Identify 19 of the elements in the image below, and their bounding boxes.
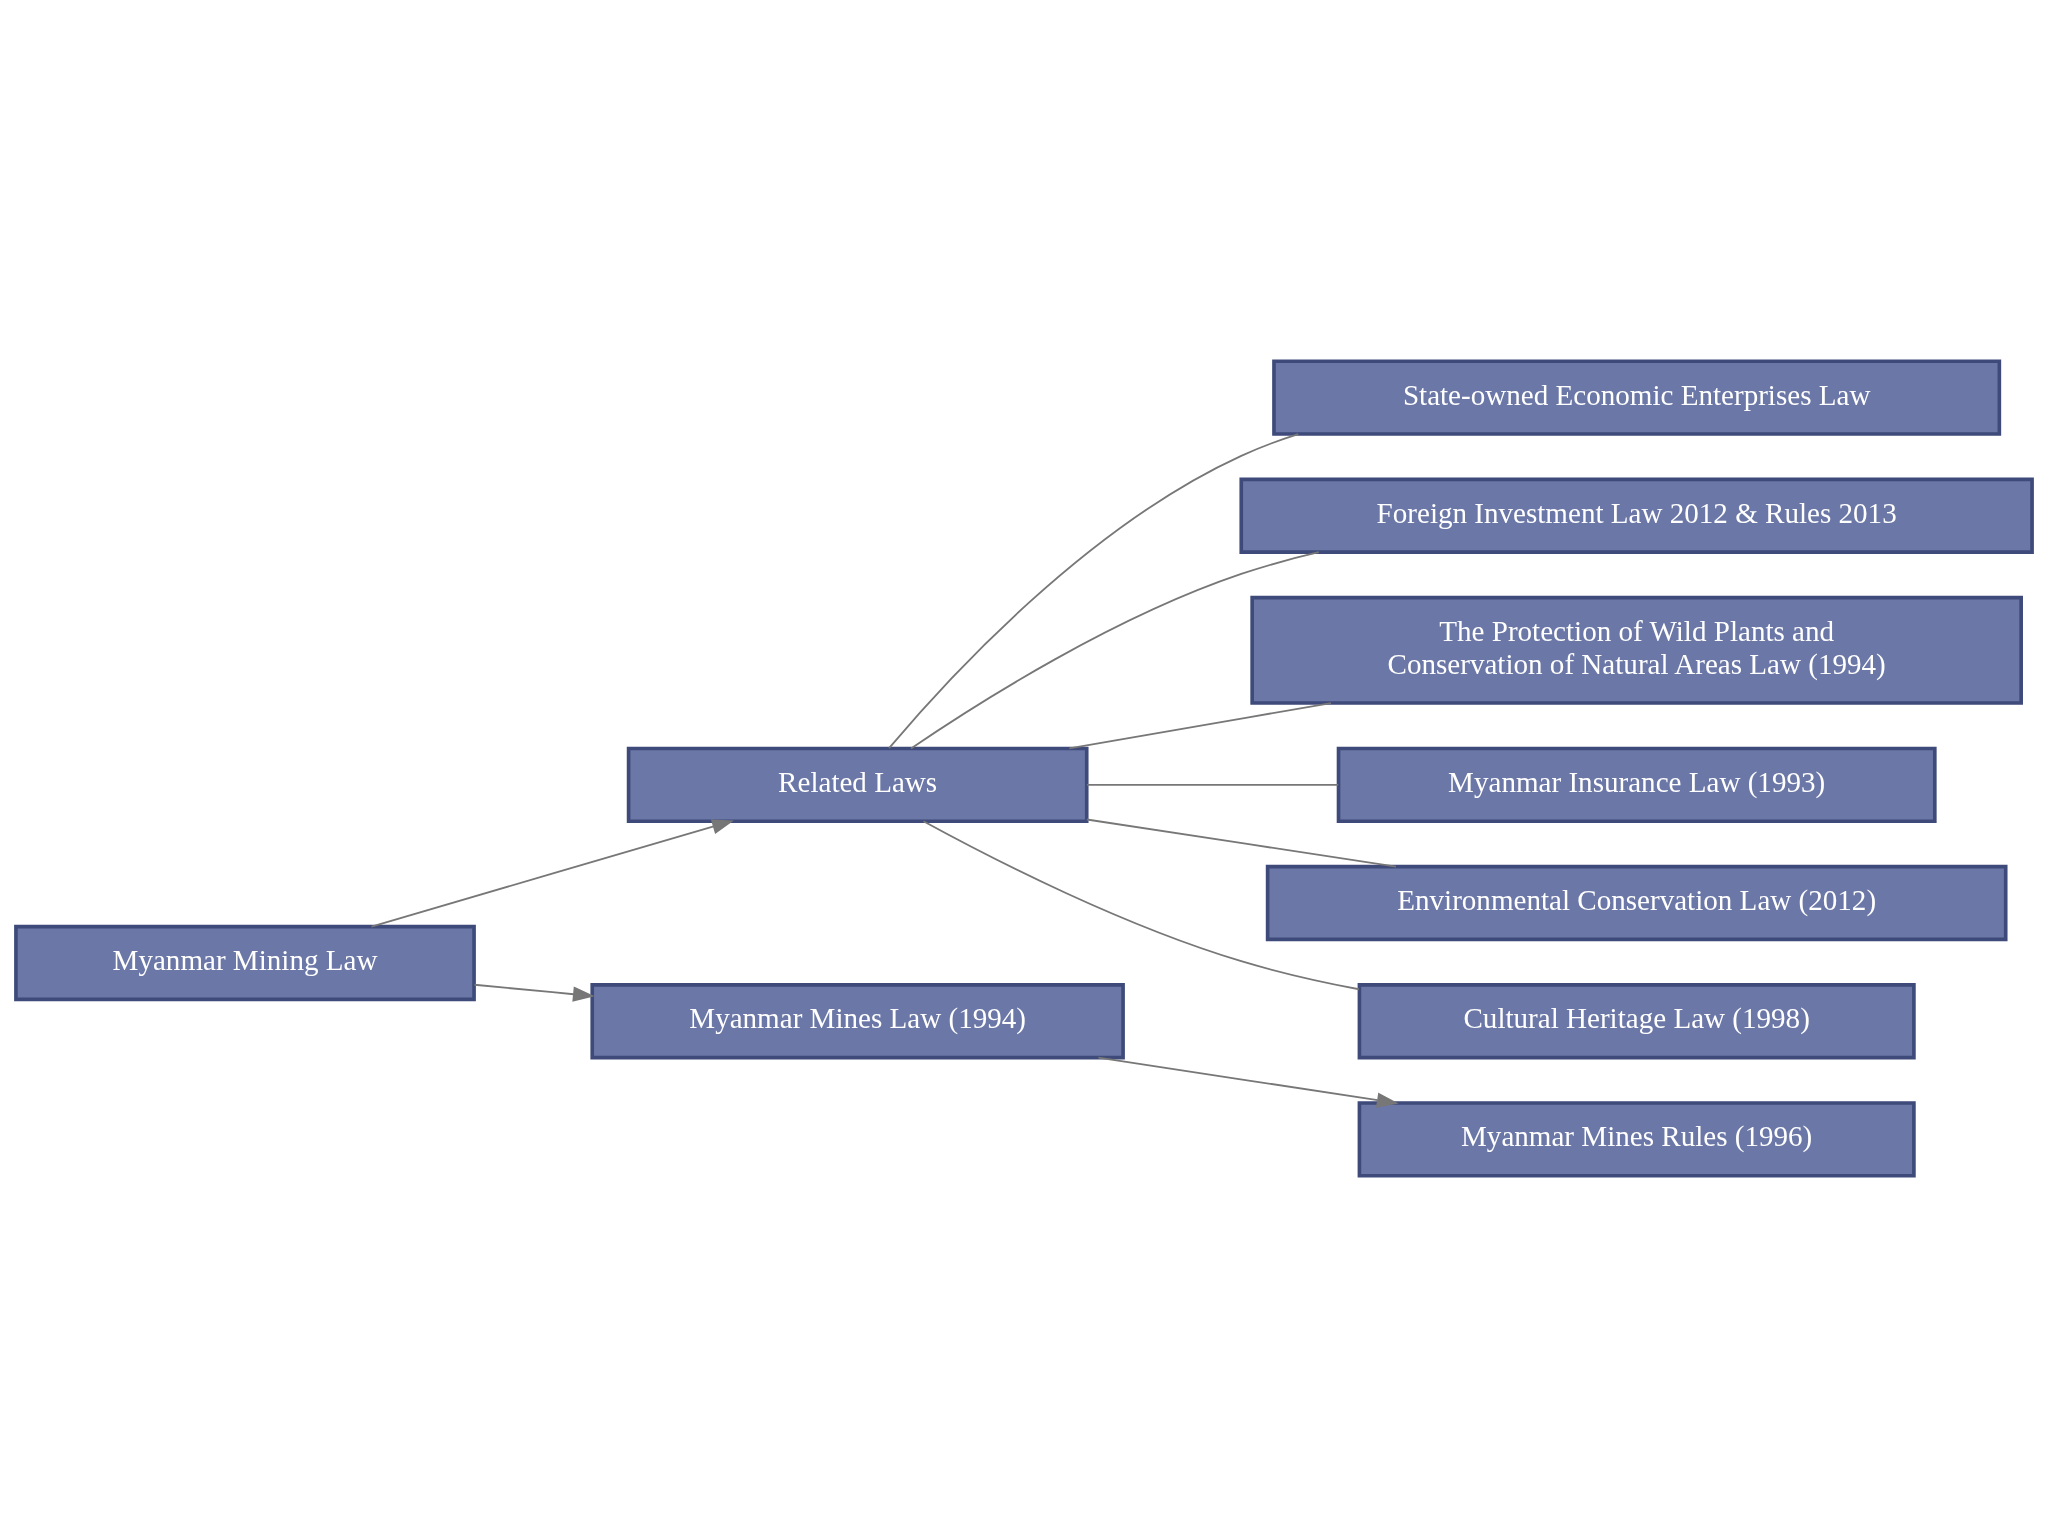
connector [888, 432, 1300, 749]
connector [922, 819, 1360, 990]
arrow [1097, 1056, 1399, 1108]
node-box: State-owned Economic Enterprises Law [1272, 358, 2002, 436]
connector [910, 550, 1320, 749]
node-box: Cultural Heritage Law (1998) [1357, 982, 1916, 1059]
node-box: Myanmar Insurance Law (1993) [1336, 746, 1937, 823]
connector [1068, 701, 1332, 749]
node-box: Foreign Investment Law 2012 & Rules 2013 [1239, 477, 2034, 554]
connector [1085, 783, 1340, 786]
node-box: Myanmar Mining Law [14, 924, 476, 1001]
node-box: Myanmar Mines Rules (1996) [1357, 1100, 1916, 1178]
arrow [370, 818, 734, 927]
node-box: Myanmar Mines Law (1994) [590, 982, 1125, 1059]
connector [1085, 818, 1397, 868]
node-box: Related Laws [626, 746, 1089, 823]
node-box: The Protection of Wild Plants and Conservation of Natural Areas Law (1994) [1250, 595, 2023, 705]
node-box: Environmental Conservation Law (2012) [1265, 864, 2008, 941]
arrow [473, 983, 595, 1002]
